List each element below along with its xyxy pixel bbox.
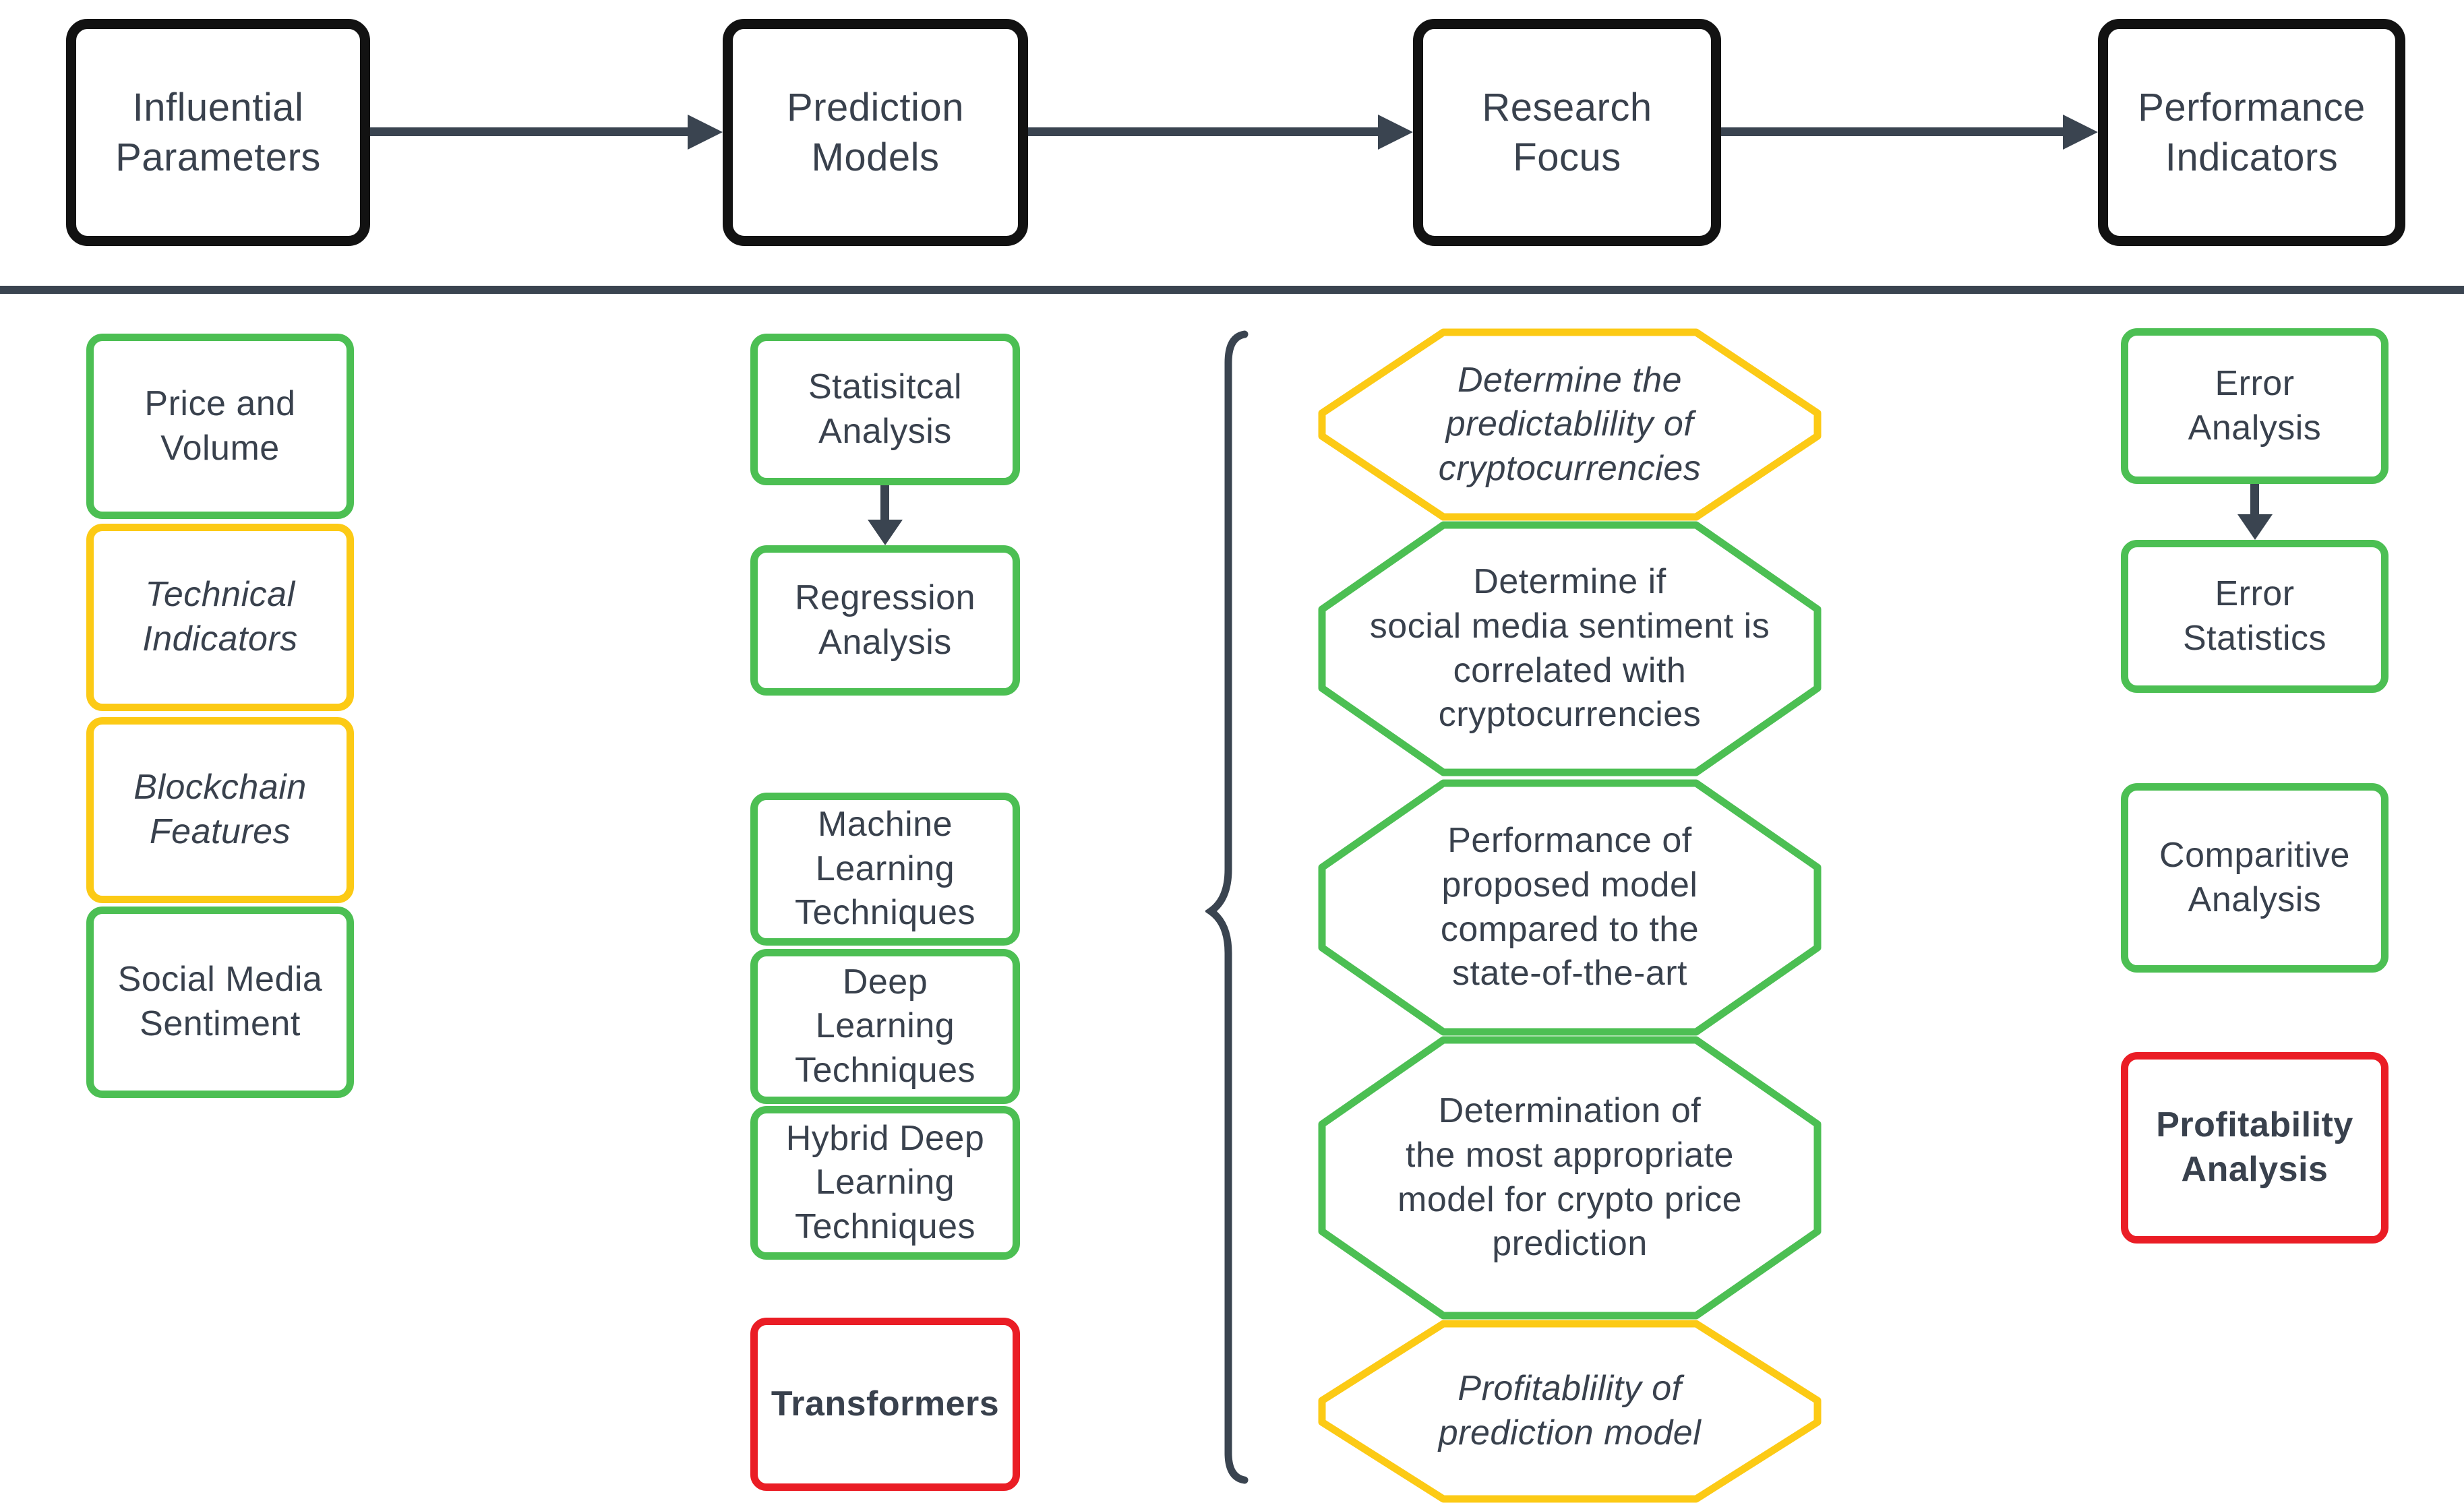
arrow-stem — [1721, 127, 2063, 136]
arrow-down-icon — [2237, 514, 2273, 540]
octagon-label: Performance of proposed model compared t… — [1440, 821, 1700, 993]
item-label: Error Analysis — [2188, 363, 2322, 448]
item-label: Social Media Sentiment — [117, 960, 323, 1043]
octagon-outline — [1318, 779, 1822, 1036]
octagon-outline — [1318, 328, 1822, 521]
arrow-right-icon — [688, 115, 723, 150]
model-deep-learning-techniques: Deep Learning Techniques — [750, 949, 1020, 1104]
param-blockchain-features: Blockchain Features — [86, 717, 354, 903]
focus-performance-vs-state-of-the-art: Performance of proposed model compared t… — [1318, 779, 1822, 1036]
item-label: Deep Learning Techniques — [794, 962, 976, 1090]
item-label: Price and Volume — [144, 384, 296, 468]
model-regression-analysis: Regression Analysis — [750, 545, 1020, 696]
octagon-outline — [1318, 521, 1822, 776]
flow-box-performance-indicators: Performance Indicators — [2098, 19, 2405, 246]
item-label: Statisitcal Analysis — [808, 367, 963, 451]
focus-profitability-of-prediction-model: Profitablility of prediction model — [1318, 1320, 1822, 1503]
flow-box-prediction-models: Prediction Models — [723, 19, 1028, 246]
model-hybrid-deep-learning-techniques: Hybrid Deep Learning Techniques — [750, 1106, 1020, 1260]
model-machine-learning-techniques: Machine Learning Techniques — [750, 793, 1020, 946]
item-label: Comparitive Analysis — [2159, 835, 2350, 919]
arrow-stem — [1028, 127, 1378, 136]
octagon-outline — [1318, 1320, 1822, 1503]
flow-box-label: Influential Parameters — [115, 86, 321, 179]
param-price-and-volume: Price and Volume — [86, 334, 354, 519]
model-transformers: Transformers — [750, 1318, 1020, 1491]
arrow-stem — [880, 485, 889, 520]
focus-social-media-correlation: Determine if social media sentiment is c… — [1318, 521, 1822, 776]
flow-box-label: Research Focus — [1482, 86, 1652, 179]
item-label: Profitability Analysis — [2156, 1105, 2353, 1189]
octagon-label: Determination of the most appropriate mo… — [1398, 1091, 1742, 1264]
focus-most-appropriate-model: Determination of the most appropriate mo… — [1318, 1036, 1822, 1320]
octagon-label: Determine if social media sentiment is c… — [1369, 562, 1770, 735]
item-label: Error Statistics — [2182, 574, 2327, 658]
model-statistical-analysis: Statisitcal Analysis — [750, 334, 1020, 485]
param-social-media-sentiment: Social Media Sentiment — [86, 907, 354, 1098]
arrow-stem — [2250, 484, 2259, 514]
octagon-label: Profitablility of prediction model — [1438, 1369, 1702, 1452]
item-label: Technical Indicators — [142, 575, 298, 658]
flow-box-label: Performance Indicators — [2138, 86, 2366, 179]
arrow-stem — [370, 127, 688, 136]
flow-box-research-focus: Research Focus — [1413, 19, 1721, 246]
item-label: Transformers — [771, 1384, 1000, 1423]
indicator-profitability-analysis: Profitability Analysis — [2121, 1052, 2388, 1244]
indicator-error-statistics: Error Statistics — [2121, 540, 2388, 693]
item-label: Hybrid Deep Learning Techniques — [785, 1118, 985, 1246]
curly-brace-icon — [1205, 330, 1249, 1484]
flow-box-influential-parameters: Influential Parameters — [66, 19, 370, 246]
indicator-error-analysis: Error Analysis — [2121, 328, 2388, 484]
section-divider — [0, 286, 2464, 294]
arrow-right-icon — [2063, 115, 2098, 150]
focus-predictability-of-cryptocurrencies: Determine the predictablility of cryptoc… — [1318, 328, 1822, 521]
item-label: Machine Learning Techniques — [794, 805, 976, 933]
octagon-outline — [1318, 1036, 1822, 1320]
curly-brace-path — [1205, 330, 1249, 1484]
item-label: Blockchain Features — [133, 768, 307, 851]
arrow-down-icon — [868, 520, 903, 545]
indicator-comparitive-analysis: Comparitive Analysis — [2121, 783, 2388, 973]
octagon-label: Determine the predictablility of cryptoc… — [1438, 360, 1702, 488]
flow-box-label: Prediction Models — [787, 86, 964, 179]
param-technical-indicators: Technical Indicators — [86, 524, 354, 711]
item-label: Regression Analysis — [794, 578, 976, 662]
arrow-right-icon — [1378, 115, 1413, 150]
